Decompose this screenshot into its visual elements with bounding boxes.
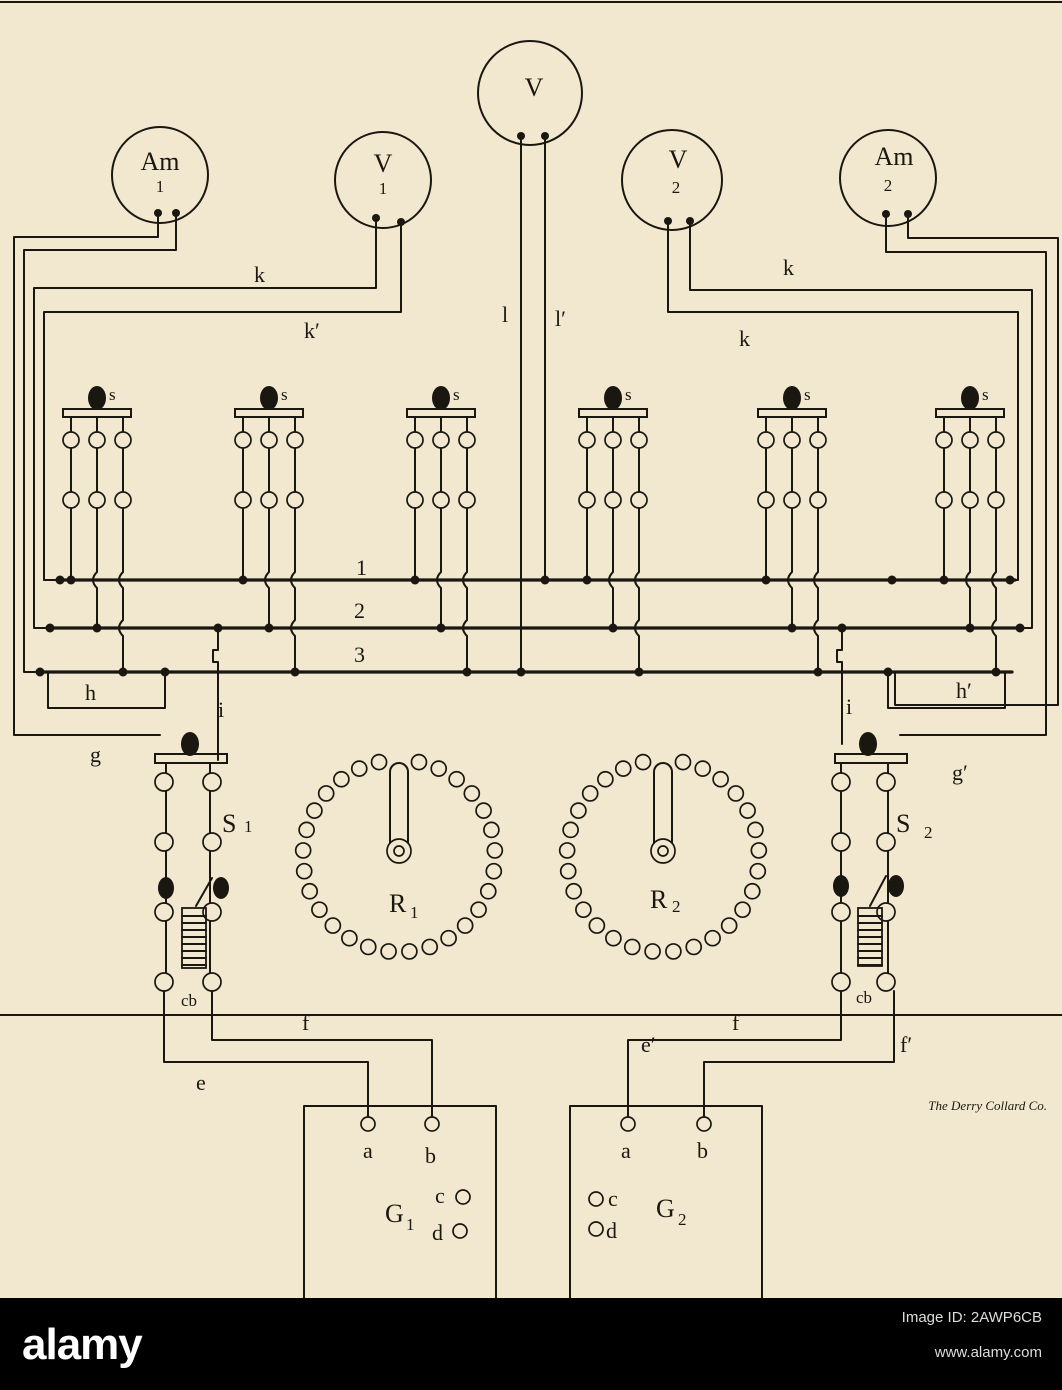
rheostat-r1: R 1 [294, 753, 504, 960]
svg-text:1: 1 [156, 177, 165, 196]
svg-text:s: s [982, 385, 989, 404]
svg-text:f: f [302, 1010, 310, 1035]
svg-text:b: b [425, 1143, 436, 1168]
switch-2: s [234, 385, 304, 677]
svg-text:e′: e′ [641, 1032, 656, 1057]
h-wires [47, 671, 1006, 709]
rheostat-r2: R 2 [558, 753, 768, 960]
svg-text:h′: h′ [956, 678, 972, 703]
switch-3: s [406, 385, 476, 677]
meter-wires [13, 135, 1059, 736]
bus-2-label: 2 [354, 598, 365, 623]
svg-text:i: i [218, 697, 224, 722]
svg-text:V: V [374, 149, 393, 178]
footer-site: www.alamy.com [934, 1344, 1042, 1361]
svg-text:k: k [254, 262, 265, 287]
svg-text:g: g [90, 742, 101, 767]
svg-text:1: 1 [379, 179, 388, 198]
svg-text:b: b [697, 1138, 708, 1163]
svg-text:2: 2 [672, 178, 681, 197]
svg-text:s: s [281, 385, 288, 404]
svg-text:k: k [783, 255, 794, 280]
svg-text:l: l [502, 302, 508, 327]
svg-text:c: c [435, 1183, 445, 1208]
svg-text:e: e [196, 1070, 206, 1095]
svg-text:i: i [846, 694, 852, 719]
svg-text:S: S [896, 809, 910, 838]
svg-text:s: s [804, 385, 811, 404]
svg-text:f′: f′ [900, 1032, 912, 1057]
svg-text:V: V [669, 145, 688, 174]
engraver-credit: The Derry Collard Co. [928, 1098, 1047, 1113]
footer-image-id: Image ID: 2AWP6CB [901, 1309, 1042, 1326]
svg-text:2: 2 [884, 176, 893, 195]
svg-text:Am: Am [141, 147, 180, 176]
voltmeter-2: V 2 [621, 129, 723, 231]
svg-text:Am: Am [875, 142, 914, 171]
switch-6: s [935, 385, 1005, 677]
svg-text:1: 1 [244, 817, 253, 836]
panel-switch-s2: S 2 cb [831, 627, 933, 1007]
svg-text:2: 2 [672, 897, 681, 916]
switch-1: s [62, 385, 132, 677]
svg-text:s: s [109, 385, 116, 404]
svg-text:cb: cb [856, 988, 872, 1007]
footer-brand: alamy [22, 1320, 143, 1369]
svg-text:a: a [621, 1138, 631, 1163]
svg-text:g′: g′ [952, 760, 968, 785]
svg-text:1: 1 [406, 1215, 415, 1234]
svg-text:cb: cb [181, 991, 197, 1010]
svg-text:2: 2 [678, 1210, 687, 1229]
svg-text:R: R [389, 889, 407, 918]
svg-text:f: f [732, 1010, 740, 1035]
generator-cables [163, 990, 895, 1118]
svg-text:d: d [606, 1218, 617, 1243]
svg-text:k′: k′ [304, 318, 320, 343]
switch-4: s [578, 385, 648, 677]
voltmeter-center: V [477, 40, 583, 146]
bus-1-label: 1 [356, 555, 367, 580]
wire-labels: k k′ k k l l′ h h′ g g′ i i e e′ f f f′ [85, 255, 972, 1095]
bus-3-label: 3 [354, 642, 365, 667]
bus-bars [35, 575, 1025, 677]
svg-text:k: k [739, 326, 750, 351]
svg-text:h: h [85, 680, 96, 705]
footer-bar: alamy Image ID: 2AWP6CB www.alamy.com [0, 1298, 1062, 1390]
svg-text:a: a [363, 1138, 373, 1163]
panel-switch-s1: S 1 cb [154, 627, 253, 1010]
switch-5: s [757, 385, 827, 677]
voltmeter-1: V 1 [334, 131, 432, 229]
svg-text:s: s [625, 385, 632, 404]
svg-text:G: G [385, 1199, 404, 1228]
ammeter-1: Am 1 [111, 126, 209, 224]
wiring-diagram: Am 1 V 1 V V 2 Am 2 [0, 1, 1062, 1298]
generator-g1: a b G 1 c d [303, 1105, 497, 1298]
svg-text:1: 1 [410, 903, 419, 922]
generator-g2: a b c d G 2 [569, 1105, 763, 1298]
svg-text:l′: l′ [555, 306, 566, 331]
svg-text:G: G [656, 1194, 675, 1223]
svg-text:S: S [222, 809, 236, 838]
svg-text:R: R [650, 885, 668, 914]
ammeter-2: Am 2 [839, 129, 937, 227]
svg-text:c: c [608, 1186, 618, 1211]
svg-text:d: d [432, 1220, 443, 1245]
svg-text:2: 2 [924, 823, 933, 842]
svg-text:V: V [525, 73, 544, 102]
svg-text:s: s [453, 385, 460, 404]
